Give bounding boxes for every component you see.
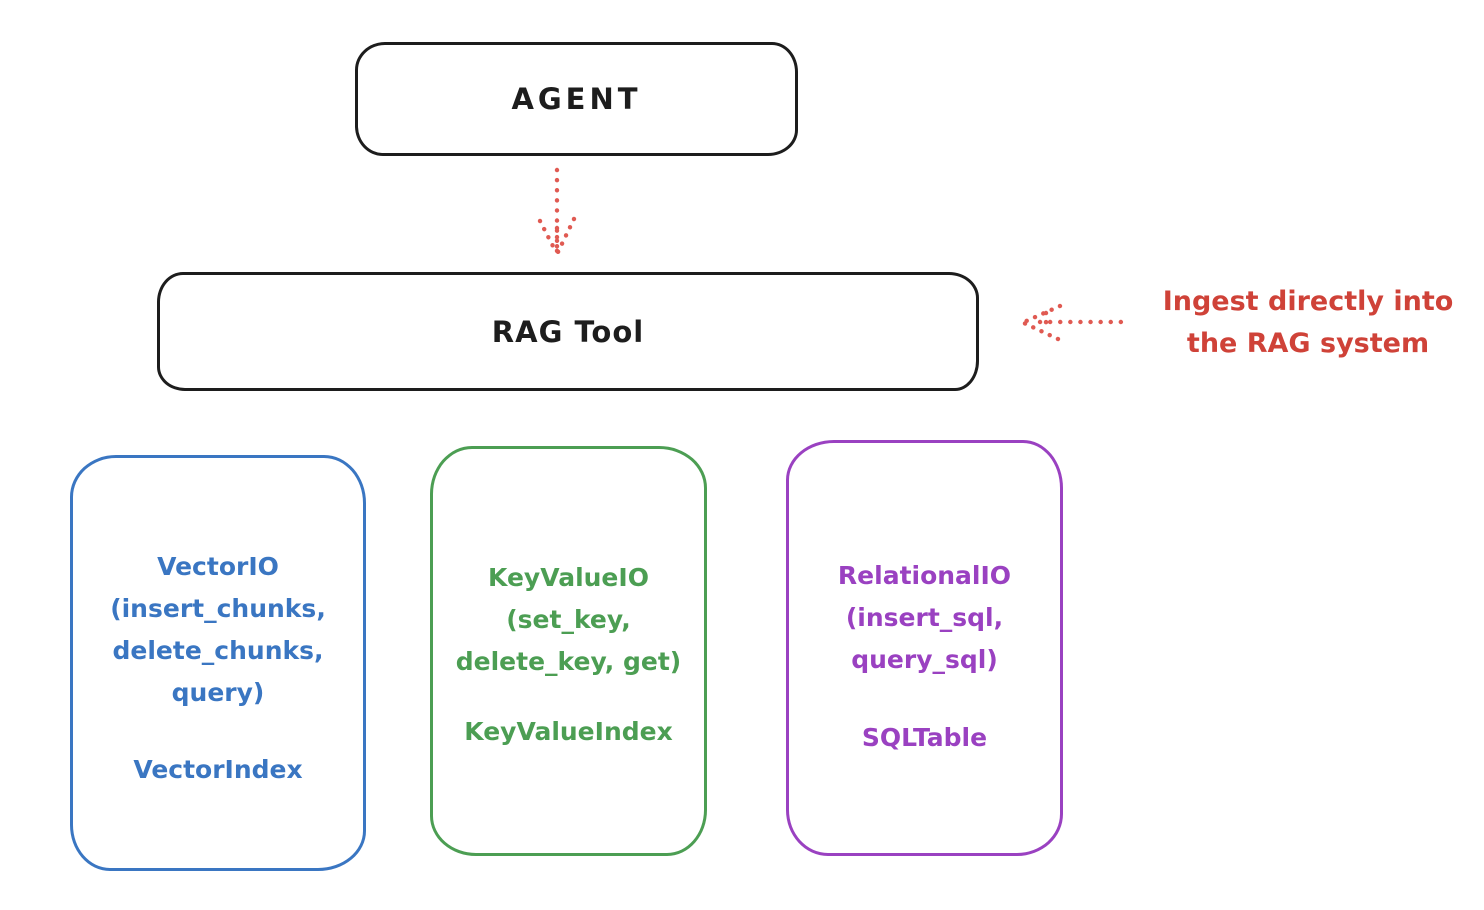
key-value-index-label: KeyValueIndex	[464, 717, 673, 746]
agent-label: AGENT	[511, 82, 642, 116]
ingest-annotation-line2: the RAG system	[1186, 328, 1430, 359]
vector-io-node: VectorIO (insert_chunks, delete_chunks, …	[70, 455, 366, 871]
relational-io-node: RelationalIO (insert_sql, query_sql) SQL…	[786, 440, 1063, 856]
agent-node: AGENT	[355, 42, 798, 156]
relational-io-title: RelationalIO	[837, 561, 1012, 590]
relational-io-methods-line2: query_sql)	[851, 645, 998, 674]
ingest-annotation-line1: Ingest directly into	[1162, 286, 1454, 317]
rag-tool-node: RAG Tool	[157, 272, 979, 391]
sql-table-label: SQLTable	[861, 723, 988, 752]
key-value-io-methods-line1: (set_key,	[506, 605, 631, 634]
key-value-io-title: KeyValueIO	[488, 563, 649, 592]
relational-io-methods-line1: (insert_sql,	[845, 603, 1004, 632]
vector-index-label: VectorIndex	[133, 755, 303, 784]
vector-io-methods-line2: delete_chunks,	[112, 636, 324, 665]
ingest-annotation: Ingest directly into the RAG system	[1136, 281, 1480, 365]
vector-io-title: VectorIO	[157, 552, 279, 581]
vector-io-methods-line3: query)	[171, 678, 265, 707]
rag-tool-label: RAG Tool	[491, 314, 645, 349]
vector-io-methods-line1: (insert_chunks,	[110, 594, 326, 623]
ingest-to-rag-arrow-icon	[1021, 303, 1133, 342]
key-value-io-methods-line2: delete_key, get)	[455, 647, 682, 676]
agent-to-rag-arrow-icon	[537, 167, 577, 255]
key-value-io-node: KeyValueIO (set_key, delete_key, get) Ke…	[430, 446, 707, 856]
